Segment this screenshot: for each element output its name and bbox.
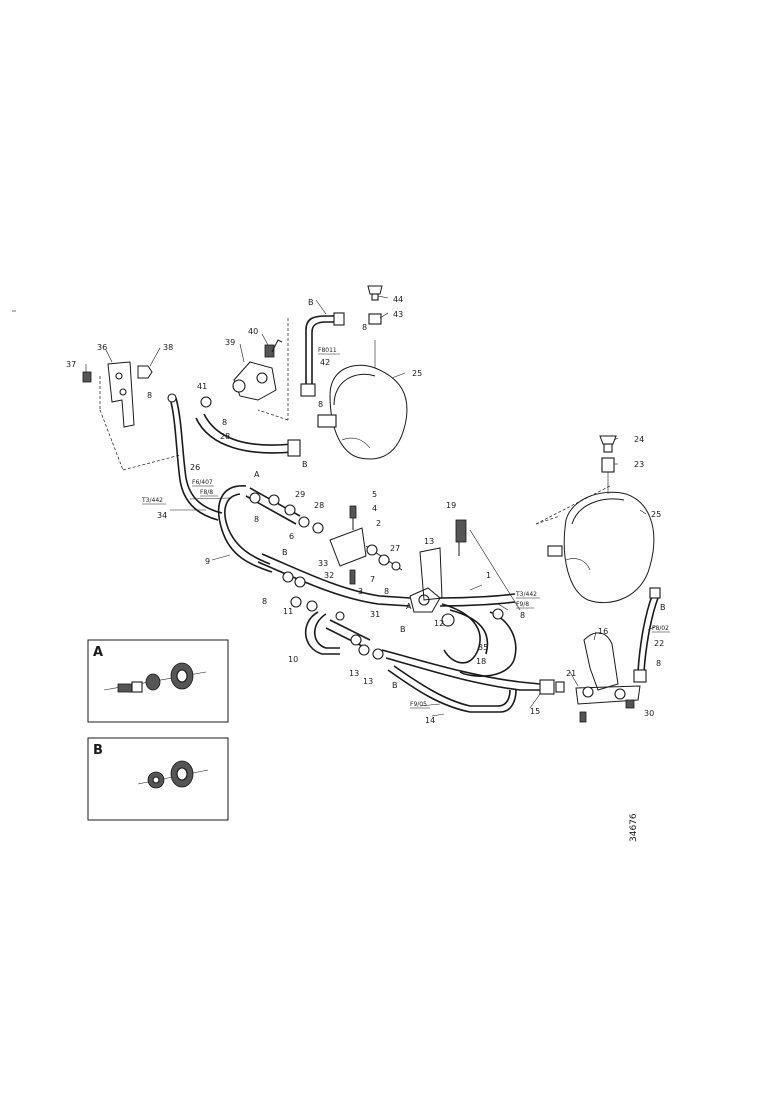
callout-B: B [392,681,398,690]
inset-letter-A: A [93,645,103,660]
callout-B: B [400,625,406,634]
hose-1 [257,553,411,612]
callout-14: 14 [425,716,435,725]
callout-29: 29 [295,490,305,499]
callout-4: 4 [372,504,377,513]
bracket-2 [329,505,403,585]
bracket-assembly-left [82,361,181,471]
callout-32: 32 [324,571,334,580]
callout-41: 41 [197,382,207,391]
callout-A: A [406,602,412,611]
pipe-10 [304,611,384,660]
callout-39: 39 [225,338,235,347]
spec-label: F9/05 [410,701,427,708]
pipe-42 [300,312,345,397]
callout-1: 1 [486,571,491,580]
callout-38: 38 [163,343,173,352]
spec-label: F9/8 [516,601,529,608]
inset-detail-B: B [87,737,229,821]
air-tank-upper [317,285,408,460]
callout-B: B [660,603,666,612]
spec-label: F6/407 [192,479,213,486]
callout-8: 8 [520,611,525,620]
callout-22: 22 [654,639,664,648]
callout-15: 15 [530,707,540,716]
pipe-34 [167,393,223,521]
callout-8: 8 [254,515,259,524]
callout-13: 13 [349,669,359,678]
callout-42: 42 [320,358,330,367]
callout-A: A [254,470,260,479]
callout-12: 12 [434,619,444,628]
callout-10: 10 [288,655,298,664]
callout-labels: 37 36 38 8 39 40 41 8 28 B B 44 43 8 42 … [66,295,666,725]
bracket-13 [419,519,521,611]
callout-6: 6 [289,532,294,541]
callout-13: 13 [424,537,434,546]
callout-28: 28 [314,501,324,510]
callout-26: 26 [190,463,200,472]
callout-8: 8 [384,587,389,596]
hose-18 [441,603,517,677]
hose-14 [381,649,565,713]
callout-24: 24 [634,435,644,444]
inset-detail-A: A [87,639,229,723]
hose-28 [195,413,301,457]
callout-8: 8 [147,391,152,400]
callout-18: 18 [476,657,486,666]
callout-37: 37 [66,360,76,369]
callout-30: 30 [644,709,654,718]
callout-21: 21 [566,669,576,678]
valve-assembly-39 [200,318,289,421]
callout-8: 8 [222,418,227,427]
spec-label: F8/02 [652,625,669,632]
leader-lines [85,295,657,717]
callout-28: 28 [220,432,230,441]
spec-label: F8011 [318,347,337,354]
callout-2: 2 [376,519,381,528]
callout-16: 16 [598,627,608,636]
callout-11: 11 [283,607,293,616]
callout-36: 36 [97,343,107,352]
pipe-22 [633,587,661,683]
inset-letter-B: B [93,743,103,758]
callout-9: 9 [205,557,210,566]
callout-23: 23 [634,460,644,469]
callout-31: 31 [370,610,380,619]
callout-25: 25 [651,510,661,519]
spec-label: F8/8 [200,489,213,496]
spec-labels: F8011 T3/442 F6/407 F8/8 T3/442 F9/8 F8/… [141,347,670,709]
air-tank-right [535,435,655,604]
fittings-row-upper [249,492,324,534]
spec-label: T3/442 [515,591,537,598]
callout-27: 27 [390,544,400,553]
callout-8: 8 [318,400,323,409]
callout-44: 44 [393,295,403,304]
callout-40: 40 [248,327,258,336]
callout-3: 3 [358,587,363,596]
callout-B: B [308,298,314,307]
callout-5: 5 [372,490,377,499]
callout-35: 35 [478,643,488,652]
callout-25: 25 [412,369,422,378]
callout-19: 19 [446,501,456,510]
callout-8: 8 [362,323,367,332]
spec-label: T3/442 [141,497,163,504]
callout-34: 34 [157,511,167,520]
callout-43: 43 [393,310,403,319]
callout-8: 8 [262,597,267,606]
drawing-reference-number: 34676 [629,813,639,842]
callout-8: 8 [656,659,661,668]
callout-7: 7 [370,575,375,584]
callout-33: 33 [318,559,328,568]
callout-B: B [302,460,308,469]
callout-B: B [282,548,288,557]
callout-13: 13 [363,677,373,686]
bracket-16 [575,632,641,723]
